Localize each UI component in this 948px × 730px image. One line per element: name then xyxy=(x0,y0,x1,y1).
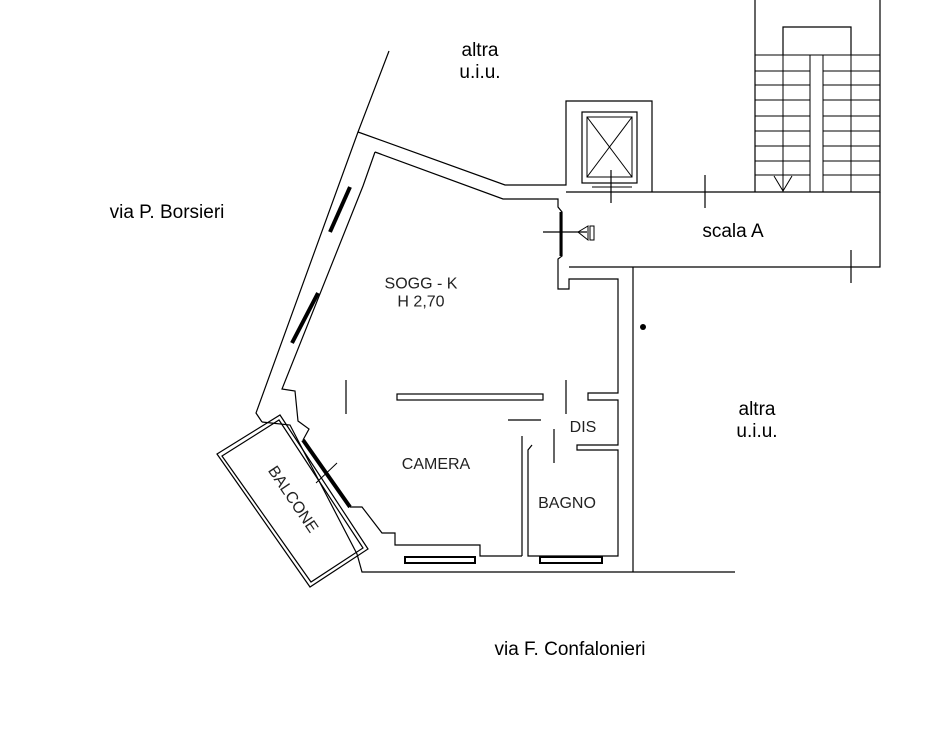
outer-wall-top xyxy=(357,100,653,192)
elevator-icon xyxy=(586,116,633,188)
stair-label: scala A xyxy=(702,221,764,243)
doorbell-icon xyxy=(577,225,595,242)
partition-wall xyxy=(396,393,544,401)
outer-wall-balcony-side xyxy=(261,421,735,573)
neighbor-line2: u.i.u. xyxy=(736,421,778,442)
inner-wall xyxy=(374,151,619,557)
outer-wall-left xyxy=(255,50,390,423)
stair-landing xyxy=(782,26,852,55)
inner-wall-camera xyxy=(350,506,522,557)
neighbor-label-right: altra u.i.u. xyxy=(736,399,777,443)
window-bagno xyxy=(539,556,603,564)
window-living-1 xyxy=(328,186,352,233)
room-height: H 2,70 xyxy=(397,294,445,311)
balcony-outline xyxy=(216,414,369,588)
neighbor-line1: altra xyxy=(738,399,776,421)
room-bedroom: CAMERA xyxy=(401,455,471,473)
corridor-bottom xyxy=(569,192,881,268)
column-dot xyxy=(640,324,646,330)
street-label-left: via P. Borsieri xyxy=(109,202,225,224)
street-label-bottom: via F. Confalonieri xyxy=(494,639,646,661)
corridor-top xyxy=(566,0,881,193)
neighbor-label-top: altra u.i.u. xyxy=(459,40,500,84)
elevator-shaft xyxy=(581,111,638,184)
room-hall: DIS xyxy=(569,418,597,436)
window-tick xyxy=(315,462,338,484)
balcony-inner xyxy=(221,419,364,583)
window-camera-bottom xyxy=(404,556,476,564)
window-living-2 xyxy=(290,292,320,344)
room-name: SOGG - K xyxy=(384,275,458,293)
neighbor-line2: u.i.u. xyxy=(459,62,501,83)
neighbor-line1: altra xyxy=(461,40,499,62)
stair-steps xyxy=(755,54,880,192)
room-living: SOGG - K H 2,70 xyxy=(385,276,458,313)
room-bathroom: BAGNO xyxy=(538,494,596,512)
inner-wall-left xyxy=(281,151,376,441)
